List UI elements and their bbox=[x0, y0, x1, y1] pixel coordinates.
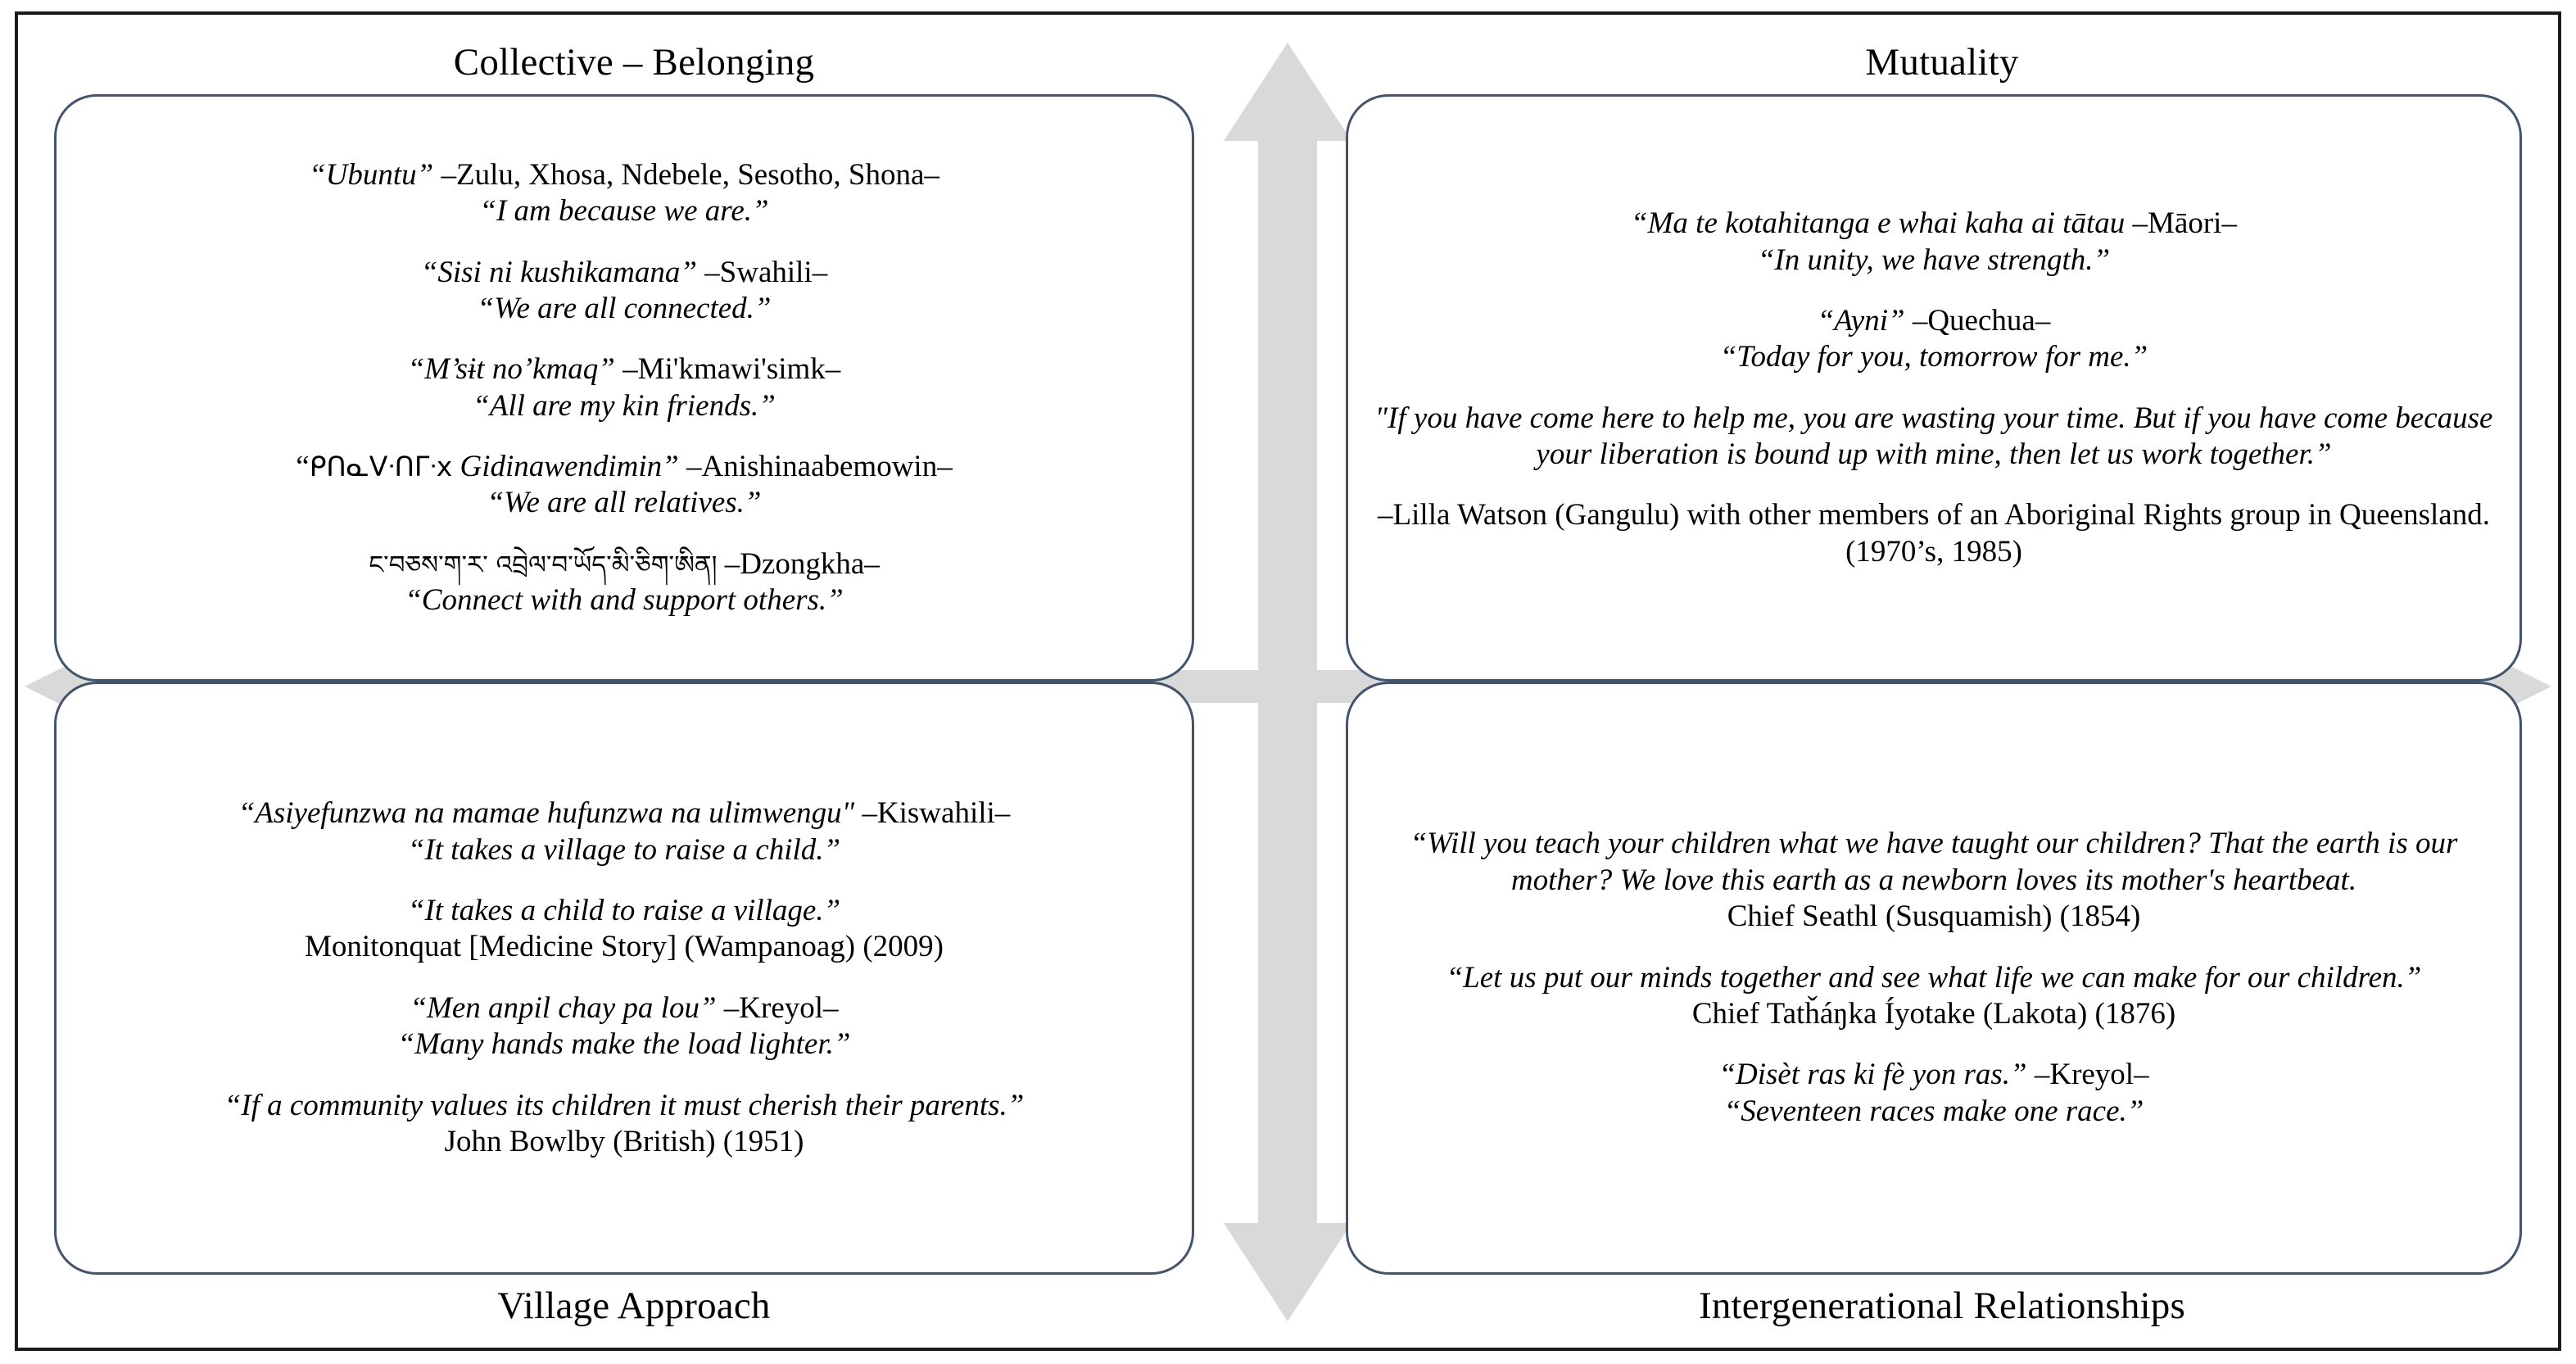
quote-card-intergenerational-relationships: “Will you teach your children what we ha… bbox=[1346, 682, 2522, 1275]
quote-attribution: John Bowlby (British) (1951) bbox=[444, 1125, 804, 1158]
quote-john-bowlby: “If a community values its children it m… bbox=[81, 1088, 1167, 1161]
quote-translation: “All are my kin friends.” bbox=[473, 388, 776, 423]
quote-term: “Ayni” bbox=[1817, 303, 1905, 338]
quote-term: “Asiyefunzwa na mamae hufunzwa na ulimwe… bbox=[238, 796, 855, 831]
quote-lilla-watson-attribution: –Lilla Watson (Gangulu) with other membe… bbox=[1373, 497, 2495, 570]
quote-card-village-approach: “Asiyefunzwa na mamae hufunzwa na ulimwe… bbox=[54, 682, 1194, 1275]
quote-translation: “In unity, we have strength.” bbox=[1757, 242, 2111, 277]
quote-ubuntu: “Ubuntu” –Zulu, Xhosa, Ndebele, Sesotho,… bbox=[81, 157, 1167, 230]
quote-attribution: Chief Seathl (Susquamish) (1854) bbox=[1727, 900, 2141, 934]
quadrant-title-village-approach: Village Approach bbox=[497, 1284, 771, 1327]
quote-term: “Ma te kotahitanga e whai kaha ai tātau bbox=[1631, 206, 2126, 241]
quote-line: “Ubuntu” –Zulu, Xhosa, Ndebele, Sesotho,… bbox=[81, 157, 1167, 193]
quadrant-title-mutuality: Mutuality bbox=[1865, 41, 2019, 84]
quote-list: “Asiyefunzwa na mamae hufunzwa na ulimwe… bbox=[57, 784, 1192, 1171]
quote-term: “Sisi ni kushikamana” bbox=[420, 255, 697, 289]
quote-card-collective-belonging: “Ubuntu” –Zulu, Xhosa, Ndebele, Sesotho,… bbox=[54, 94, 1194, 682]
quote-source: –Dzongkha– bbox=[717, 546, 880, 581]
quote-lilla-watson: "If you have come here to help me, you a… bbox=[1373, 401, 2495, 474]
quote-asiyefunzwa: “Asiyefunzwa na mamae hufunzwa na ulimwe… bbox=[81, 795, 1167, 868]
quote-list: “Ubuntu” –Zulu, Xhosa, Ndebele, Sesotho,… bbox=[57, 146, 1192, 631]
quote-translation: “I am because we are.” bbox=[479, 194, 769, 229]
quote-line: ང་བཅས་ག་ར་ འབྲེལ་བ་ཡོད་མི་ཅིག་ཨིན། –Dzon… bbox=[81, 546, 1167, 582]
quadrant-top-left: Collective – Belonging “Ubuntu” –Zulu, X… bbox=[15, 11, 1253, 682]
quote-term: “Disèt ras ki fè yon ras.” bbox=[1718, 1058, 2027, 1092]
quote-source: –Swahili– bbox=[696, 255, 828, 289]
quote-translation: “Seventeen races make one race.” bbox=[1723, 1094, 2144, 1128]
quote-term: Gidinawendimin” bbox=[452, 450, 679, 484]
quote-source: –Māori– bbox=[2125, 206, 2237, 241]
quote-translation: “Many hands make the load lighter.” bbox=[397, 1027, 851, 1062]
tibetan-text: ང་བཅས་ག་ར་ འབྲེལ་བ་ཡོད་མི་ཅིག་ཨིན། bbox=[369, 550, 718, 580]
quote-body: “If a community values its children it m… bbox=[224, 1088, 1025, 1122]
quote-line: “Asiyefunzwa na mamae hufunzwa na ulimwe… bbox=[81, 795, 1167, 832]
quadrant-top-right: Mutuality “Ma te kotahitanga e whai kaha… bbox=[1323, 11, 2561, 682]
quote-source: –Kreyol– bbox=[2026, 1058, 2149, 1092]
quote-attribution: Chief Tatȟáŋka Íyotake (Lakota) (1876) bbox=[1691, 997, 2176, 1031]
quote-source: –Kreyol– bbox=[716, 990, 839, 1025]
quote-diset-ras: “Disèt ras ki fè yon ras.” –Kreyol– “Sev… bbox=[1373, 1057, 2495, 1130]
quadrant-bottom-right: “Will you teach your children what we ha… bbox=[1323, 682, 2561, 1351]
quote-translation: “It takes a village to raise a child.” bbox=[407, 832, 841, 867]
quote-body: “Let us put our minds together and see w… bbox=[1446, 960, 2422, 995]
quote-card-mutuality: “Ma te kotahitanga e whai kaha ai tātau … bbox=[1346, 94, 2522, 682]
quote-body: "If you have come here to help me, you a… bbox=[1374, 401, 2493, 472]
quadrant-title-collective-belonging: Collective – Belonging bbox=[453, 41, 815, 84]
quote-source: –Anishinaabemowin– bbox=[678, 450, 953, 484]
quote-line: “Men anpil chay pa lou” –Kreyol– bbox=[81, 990, 1167, 1026]
quote-translation: “Today for you, tomorrow for me.” bbox=[1719, 340, 2148, 374]
quote-source: –Quechua– bbox=[1904, 303, 2051, 338]
quote-term: “M’sɨt no’kmaq” bbox=[407, 352, 615, 387]
quote-dzongkha: ང་བཅས་ག་ར་ འབྲེལ་བ་ཡོད་མི་ཅིག་ཨིན། –Dzon… bbox=[81, 546, 1167, 619]
quote-translation: “Connect with and support others.” bbox=[405, 583, 844, 618]
quote-monitonquat: “It takes a child to raise a village.” M… bbox=[81, 893, 1167, 966]
quote-line: “M’sɨt no’kmaq” –Mi'kmawi'simk– bbox=[81, 351, 1167, 387]
quote-chief-tatanka-iyotake: “Let us put our minds together and see w… bbox=[1373, 960, 2495, 1033]
quote-sisi-ni-kushikamana: “Sisi ni kushikamana” –Swahili– “We are … bbox=[81, 255, 1167, 328]
quote-line: “Disèt ras ki fè yon ras.” –Kreyol– bbox=[1373, 1057, 2495, 1093]
quote-open-mark: “ bbox=[296, 450, 310, 484]
quote-translation: “We are all connected.” bbox=[477, 291, 772, 325]
quote-attribution: –Lilla Watson (Gangulu) with other membe… bbox=[1378, 498, 2490, 569]
syllabics-text: ᑭᑎᓇᐯᐧᑎᒥᐧx bbox=[309, 451, 453, 483]
quote-list: “Will you teach your children what we ha… bbox=[1348, 814, 2519, 1141]
quote-list: “Ma te kotahitanga e whai kaha ai tātau … bbox=[1348, 194, 2519, 582]
quote-ma-te-kotahitanga: “Ma te kotahitanga e whai kaha ai tātau … bbox=[1373, 206, 2495, 279]
quote-ayni: “Ayni” –Quechua– “Today for you, tomorro… bbox=[1373, 303, 2495, 376]
quote-line: “Sisi ni kushikamana” –Swahili– bbox=[81, 255, 1167, 291]
quote-line: “Ayni” –Quechua– bbox=[1373, 303, 2495, 339]
quote-source: –Kiswahili– bbox=[854, 796, 1011, 831]
quote-gidinawendimin: “ᑭᑎᓇᐯᐧᑎᒥᐧx Gidinawendimin” –Anishinaabem… bbox=[81, 449, 1167, 522]
quadrant-grid: Collective – Belonging “Ubuntu” –Zulu, X… bbox=[15, 11, 2561, 1351]
quote-source: –Zulu, Xhosa, Ndebele, Sesotho, Shona– bbox=[433, 157, 939, 192]
quote-attribution: Monitonquat [Medicine Story] (Wampanoag)… bbox=[305, 930, 944, 964]
quote-line: “ᑭᑎᓇᐯᐧᑎᒥᐧx Gidinawendimin” –Anishinaabem… bbox=[81, 449, 1167, 485]
quote-translation: “We are all relatives.” bbox=[487, 486, 762, 520]
quote-body: “It takes a child to raise a village.” bbox=[407, 894, 841, 928]
quadrant-bottom-left: “Asiyefunzwa na mamae hufunzwa na ulimwe… bbox=[15, 682, 1253, 1351]
quote-body: “Will you teach your children what we ha… bbox=[1410, 827, 2458, 897]
quote-line: “Ma te kotahitanga e whai kaha ai tātau … bbox=[1373, 206, 2495, 242]
quote-term: “Men anpil chay pa lou” bbox=[410, 990, 717, 1025]
quote-term: “Ubuntu” bbox=[309, 157, 434, 192]
quote-msit-nokmaq: “M’sɨt no’kmaq” –Mi'kmawi'simk– “All are… bbox=[81, 351, 1167, 424]
quote-men-anpil-chay-pa-lou: “Men anpil chay pa lou” –Kreyol– “Many h… bbox=[81, 990, 1167, 1063]
quote-chief-seathl: “Will you teach your children what we ha… bbox=[1373, 826, 2495, 935]
quote-source: –Mi'kmawi'simk– bbox=[614, 352, 841, 387]
quadrant-title-intergenerational-relationships: Intergenerational Relationships bbox=[1699, 1284, 2185, 1327]
